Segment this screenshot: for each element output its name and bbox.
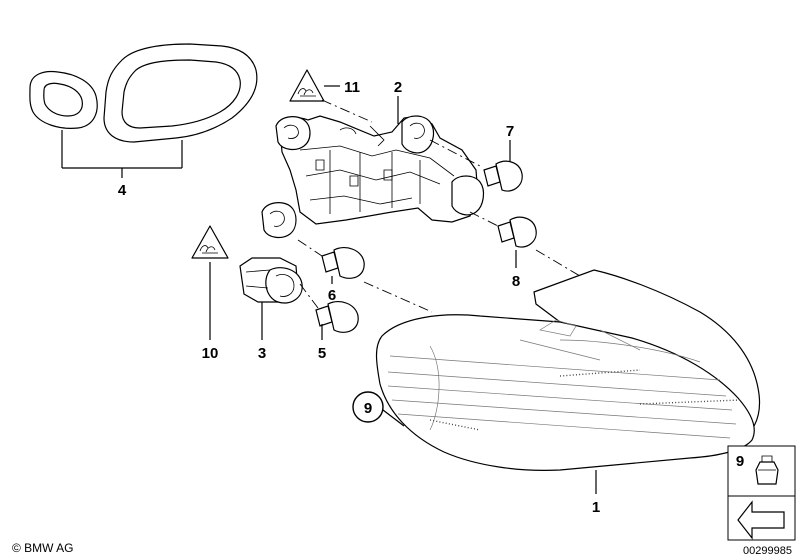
arrow-symbol-box [727,495,796,541]
callout-9-box-label: 9 [736,453,744,470]
callout-9-circle-label: 9 [364,400,372,417]
rear-light [375,269,761,494]
callout-4-bracket [61,130,183,178]
bulb-8 [497,216,581,277]
callout-8: 8 [512,273,520,290]
warning-triangle-11 [289,69,373,123]
callout-2: 2 [394,79,402,96]
callout-9-circle [352,391,405,427]
bulb-5 [315,281,433,340]
callout-6: 6 [328,287,336,304]
bulb-6 [297,239,365,284]
callout-10: 10 [202,345,219,362]
bulb-7 [483,140,523,192]
small-gasket [29,70,98,129]
callout-11: 11 [344,79,360,96]
warning-triangle-10 [191,225,229,340]
diagram-number: 00299985 [743,545,792,557]
callout-4: 4 [118,182,127,199]
callout-5: 5 [318,345,326,362]
callout-3: 3 [258,345,266,362]
callout-1: 1 [592,499,600,516]
copyright-label: © BMW AG [12,541,74,555]
large-gasket [103,43,258,143]
socket-3 [239,257,319,340]
callout-7: 7 [506,123,514,140]
bulb-carrier [261,115,499,239]
